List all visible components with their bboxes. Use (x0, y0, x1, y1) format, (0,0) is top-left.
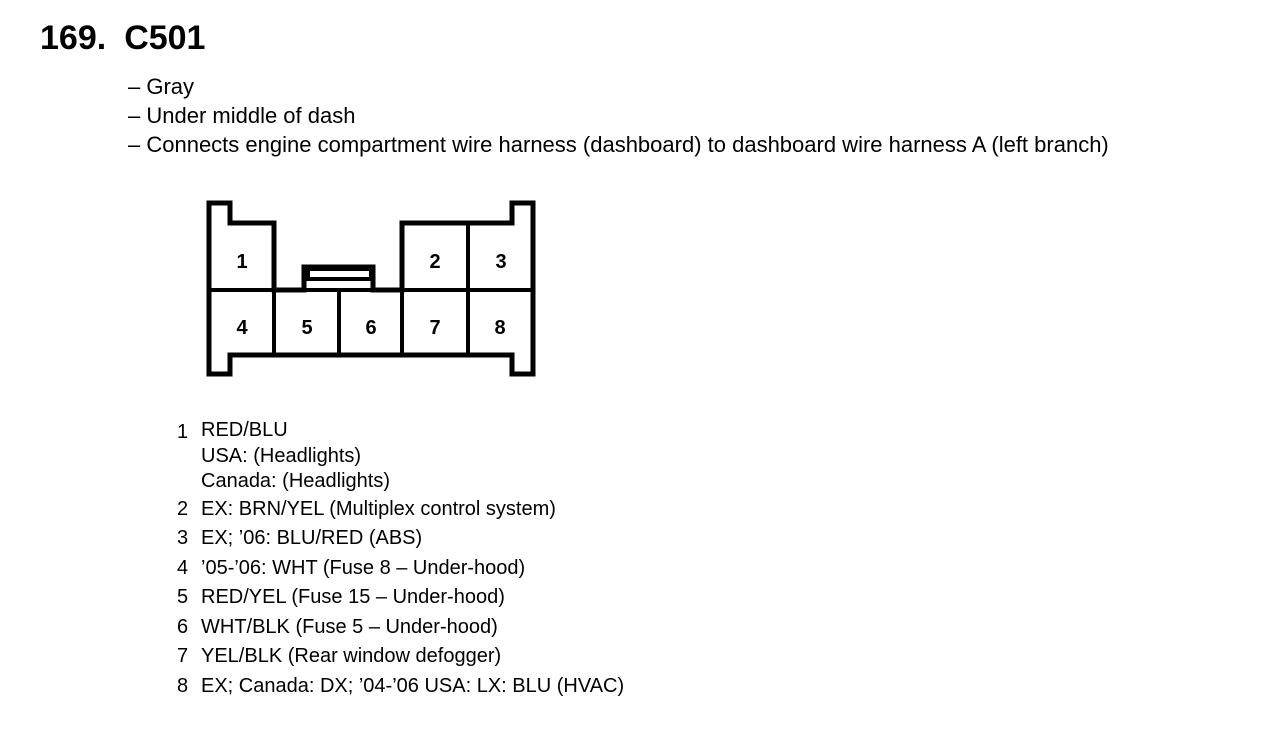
pin-wire: EX; ’06: BLU/RED (ABS) (201, 527, 423, 550)
pin-list: 1 RED/BLU USA: (Headlights) Canada: (Hea… (175, 418, 624, 702)
pin-row: 8 EX; Canada: DX; ’04-’06 USA: LX: BLU (… (175, 672, 624, 702)
pin-number: 1 (177, 421, 189, 443)
pin-row: 3 EX; ’06: BLU/RED (ABS) (175, 524, 624, 554)
pin-detail: Canada: (Headlights) (201, 470, 390, 492)
pin-wire: RED/YEL (Fuse 15 – Under-hood) (201, 586, 505, 609)
pin-number: 8 (177, 675, 189, 698)
pin-number: 4 (177, 556, 189, 579)
locking-tab (306, 267, 373, 281)
description-color: – Gray (128, 74, 195, 99)
pin-number: 2 (177, 497, 189, 520)
connector-code: C501 (124, 19, 206, 57)
connector-description: – Gray – Under middle of dash – Connects… (128, 72, 1109, 159)
connector-face-diagram: 1 2 3 4 5 6 7 8 (206, 200, 536, 377)
connector-housing-outline (206, 200, 536, 377)
pin-number: 5 (177, 586, 189, 609)
cavity-label-8: 8 (494, 317, 505, 339)
cavity-label-4: 4 (236, 317, 248, 339)
description-connects: – Connects engine compartment wire harne… (128, 132, 1109, 157)
cavity-label-6: 6 (365, 317, 376, 339)
cavity-label-7: 7 (429, 317, 440, 339)
pin-number: 7 (177, 645, 189, 668)
pin-row: 4 ’05-’06: WHT (Fuse 8 – Under-hood) (175, 554, 624, 584)
pin-row: 2 EX: BRN/YEL (Multiplex control system) (175, 495, 624, 525)
cavity-label-1: 1 (236, 251, 247, 273)
pin-wire: ’05-’06: WHT (Fuse 8 – Under-hood) (201, 556, 526, 579)
page-title: 169. C501 (40, 18, 205, 58)
cavity-label-5: 5 (301, 317, 312, 339)
pin-row: 7 YEL/BLK (Rear window defogger) (175, 642, 624, 672)
cavity-label-2: 2 (429, 251, 440, 273)
pin-row: 6 WHT/BLK (Fuse 5 – Under-hood) (175, 613, 624, 643)
pin-number: 3 (177, 527, 189, 550)
cavity-label-3: 3 (495, 251, 506, 273)
pin-wire: YEL/BLK (Rear window defogger) (201, 645, 502, 668)
pin-detail: USA: (Headlights) (201, 444, 362, 467)
pin-wire: EX: BRN/YEL (Multiplex control system) (201, 497, 556, 520)
pin-wire: WHT/BLK (Fuse 5 – Under-hood) (201, 615, 498, 638)
pin-wire: EX; Canada: DX; ’04-’06 USA: LX: BLU (HV… (201, 675, 625, 698)
description-location: – Under middle of dash (128, 103, 356, 128)
pin-number: 6 (177, 615, 189, 638)
pin-row: 1 RED/BLU USA: (Headlights) Canada: (Hea… (175, 418, 624, 495)
pin-row: 5 RED/YEL (Fuse 15 – Under-hood) (175, 583, 624, 613)
connector-number: 169. (40, 19, 107, 57)
pin-wire: RED/BLU (201, 419, 288, 441)
